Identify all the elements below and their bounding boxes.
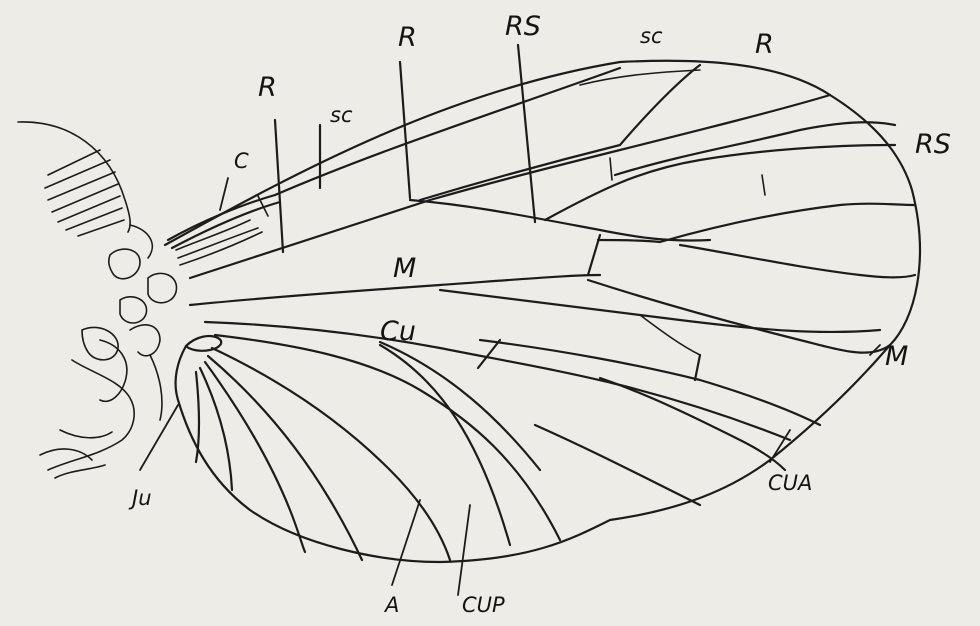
label-m-outer: M (885, 341, 908, 372)
hatching (45, 150, 124, 236)
label-c: C (234, 149, 249, 173)
anal-vein-5 (196, 372, 199, 462)
label-ju: Ju (128, 486, 152, 510)
cua-branch-3 (535, 425, 700, 505)
anal-vein-1 (212, 348, 450, 560)
label-sc-left: sc (330, 103, 353, 127)
cua-branch-2 (600, 378, 785, 470)
r-vertical (400, 62, 410, 198)
m-branch-2 (588, 280, 890, 353)
jugal-base (186, 336, 221, 351)
lead-ju (140, 405, 178, 470)
label-r-mid: R (398, 22, 417, 53)
lead-c (220, 178, 228, 210)
thorax-sketch (18, 122, 177, 478)
label-r-right: R (755, 29, 774, 60)
label-cua: CUA (768, 471, 812, 495)
cu-crossvein (478, 340, 500, 368)
anal-vein-6 (380, 345, 510, 545)
rs-branch-1 (420, 65, 700, 200)
label-rs-top: RS (505, 11, 541, 42)
radius-vein (190, 95, 830, 278)
subcosta-vein (275, 68, 620, 195)
label-a: A (383, 593, 399, 617)
cu-crossvein-2 (695, 355, 700, 380)
m-branch-1 (440, 290, 880, 332)
rs-branch-5 (680, 245, 915, 277)
m-crossvein-2 (598, 240, 660, 242)
label-r-left: R (258, 72, 277, 103)
anal-vein-4 (200, 368, 232, 490)
cup-vein (215, 335, 560, 540)
rs-branch-2 (615, 122, 895, 175)
label-cup: CUP (462, 593, 505, 617)
lead-cup (458, 505, 470, 595)
label-sc-right: sc (640, 24, 663, 48)
cua-branch-1 (480, 340, 820, 425)
rs-stem (410, 200, 710, 241)
lead-a (392, 500, 420, 585)
label-cu: Cu (380, 316, 416, 347)
label-rs-right: RS (915, 129, 951, 160)
rs-branch-4 (660, 204, 915, 242)
rs-stem-vertical (518, 45, 535, 222)
label-m-inner: M (393, 253, 416, 284)
